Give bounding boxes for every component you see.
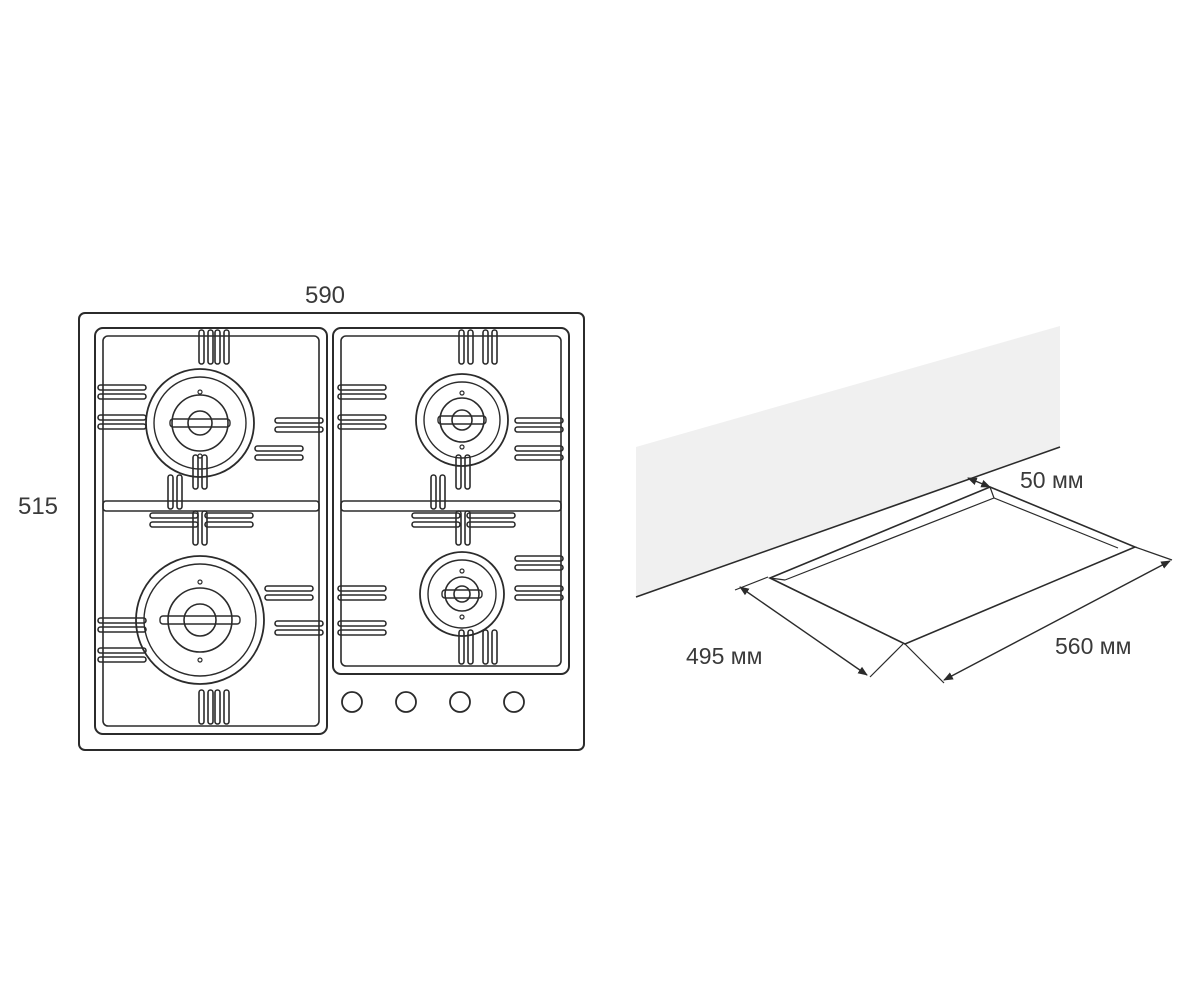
hob-top-view: 590 515 <box>18 282 585 751</box>
burner-left-bottom <box>135 555 265 685</box>
control-knob <box>449 691 471 713</box>
left-grate <box>94 327 328 735</box>
control-knob <box>503 691 525 713</box>
hob-depth-label: 515 <box>18 493 58 520</box>
burner-right-bottom <box>419 551 505 637</box>
right-grate <box>332 327 570 675</box>
wall-panel <box>636 326 1060 597</box>
burner-right-top <box>415 373 509 467</box>
cutout-depth-label: 495 мм <box>686 643 762 669</box>
hob-width-label: 590 <box>305 282 345 309</box>
control-knob <box>341 691 363 713</box>
rear-gap-label: 50 мм <box>1020 467 1084 493</box>
control-knob <box>395 691 417 713</box>
hob-outline <box>78 312 585 751</box>
burner-left-top <box>145 368 255 478</box>
cutout-perspective-view: 50 мм 495 мм 560 мм <box>635 326 1173 684</box>
control-knobs <box>341 691 525 713</box>
cutout-width-label: 560 мм <box>1055 633 1131 659</box>
